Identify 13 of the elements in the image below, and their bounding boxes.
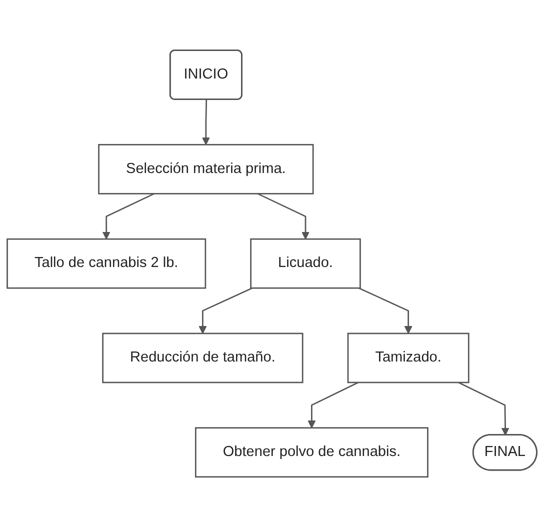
- arrow: [257, 192, 310, 240]
- node-box: Reducción de tamaño.: [102, 332, 304, 384]
- arrow: [102, 192, 155, 240]
- arrow: [308, 382, 358, 428]
- node-box: Tallo de cannabis 2 lb.: [6, 238, 206, 289]
- node-box: Tamizado.: [347, 332, 470, 384]
- node-box: Selección materia prima.: [98, 144, 314, 194]
- arrow: [198, 287, 252, 334]
- arrow: [358, 287, 412, 334]
- arrow: [458, 382, 510, 436]
- node-box: Obtener polvo de cannabis.: [194, 427, 428, 478]
- node-box: Licuado.: [250, 238, 361, 289]
- arrow: [202, 100, 210, 145]
